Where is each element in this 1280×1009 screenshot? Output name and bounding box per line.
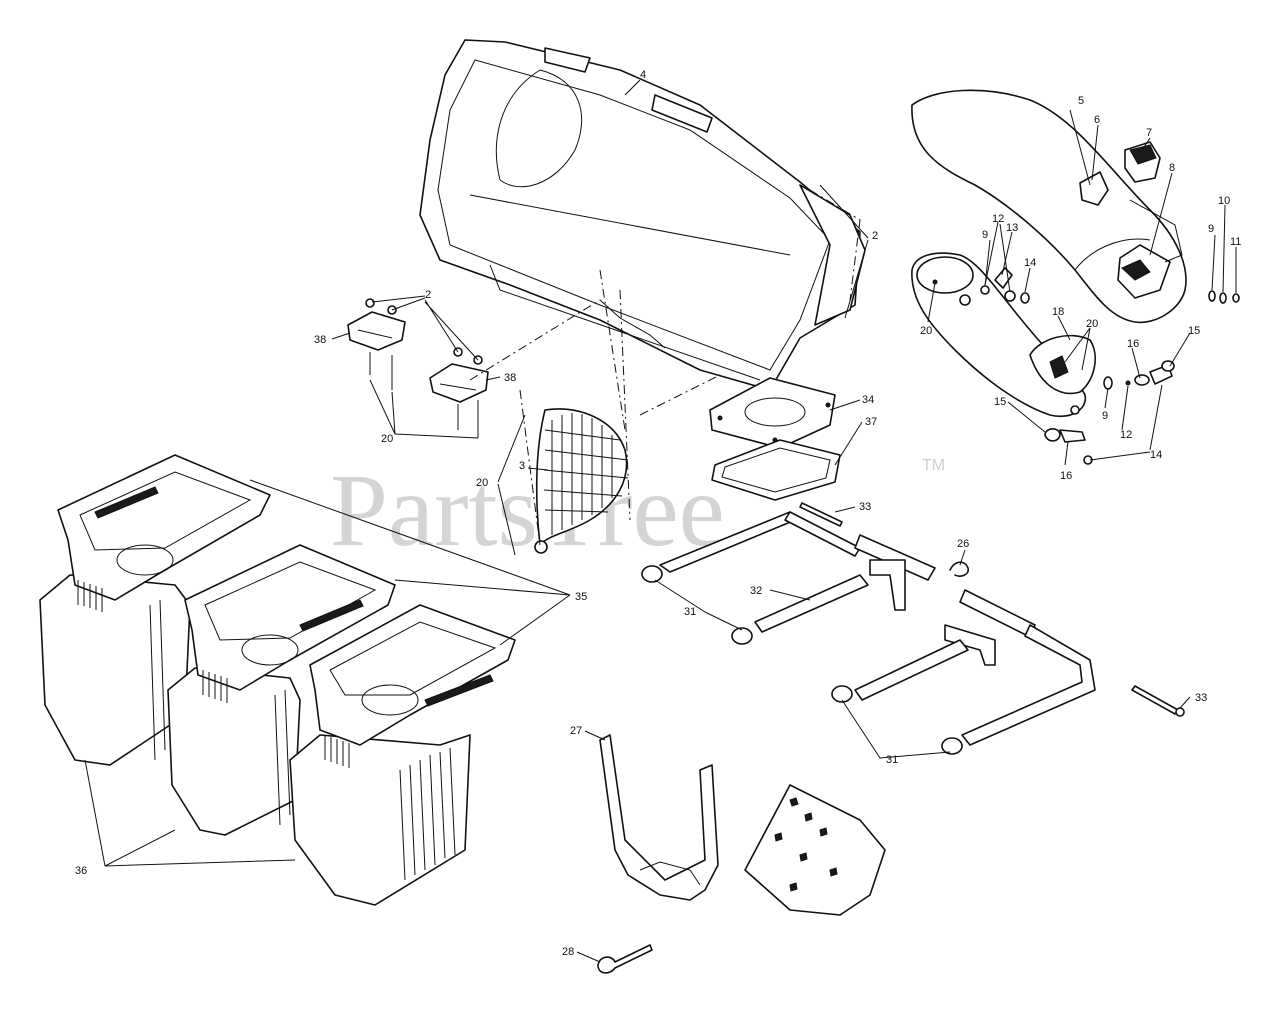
callout-16-lower: 16 [1060,470,1072,482]
callout-20-bracket: 20 [381,433,393,445]
callout-6: 6 [1094,114,1100,126]
callout-31-left: 31 [684,606,696,618]
callout-12-lower: 12 [1120,429,1132,441]
part-26-clip[interactable] [949,561,970,577]
mounting-plate[interactable] [744,784,886,916]
part-7-latch[interactable] [1124,141,1161,183]
callout-34: 34 [862,394,874,406]
callout-9-upper: 9 [982,229,988,241]
callout-14-upper: 14 [1024,257,1036,269]
callout-13: 13 [1006,222,1018,234]
callout-35: 35 [575,591,587,603]
callout-10: 10 [1218,195,1230,207]
callout-labels: 4 2 2 38 38 20 20 3 5 6 7 8 10 9 11 12 1… [75,69,1241,958]
callout-5: 5 [1078,95,1084,107]
part-38-bracket-right[interactable] [429,347,489,438]
watermark-trademark: TM [922,457,945,474]
callout-31-right: 31 [886,754,898,766]
part-6-cap[interactable] [1079,171,1109,206]
callout-33-top: 33 [859,501,871,513]
part-28-pin[interactable] [597,944,653,974]
callout-4: 4 [640,69,646,81]
part-deflector-housing[interactable] [911,252,1096,417]
part-34-gasket[interactable] [709,377,836,449]
callout-28: 28 [562,946,574,958]
callout-14-lower: 14 [1150,449,1162,461]
callout-38-left: 38 [314,334,326,346]
hardware-12-13-14-upper[interactable] [980,267,1030,304]
callout-20-housing: 20 [920,325,932,337]
part-38-bracket-left[interactable] [347,298,406,390]
callout-18: 18 [1052,306,1064,318]
callout-9-lower: 9 [1102,410,1108,422]
callout-32: 32 [750,585,762,597]
callout-9-right: 9 [1208,223,1214,235]
part-27-mount-bracket[interactable] [599,734,719,901]
callout-12-upper: 12 [992,213,1004,225]
callout-27: 27 [570,725,582,737]
leader-lines [84,79,1237,963]
part-3-screen[interactable] [534,408,629,554]
callout-2-bracket: 2 [425,289,431,301]
part-31-end-caps[interactable] [641,565,963,755]
part-35-36-bag-middle[interactable] [167,544,396,836]
part-35-36-bag-left[interactable] [39,454,271,766]
phantom-lines [469,189,861,546]
callout-15-right: 15 [1188,325,1200,337]
callout-33-right: 33 [1195,692,1207,704]
part-32-frame[interactable] [659,511,1096,746]
part-8-handle[interactable] [1117,199,1183,299]
part-35-36-bag-right[interactable] [289,604,516,906]
callout-36: 36 [75,865,87,877]
part-5-discharge-chute[interactable] [911,89,1187,324]
part-33-bolts[interactable] [799,502,1185,717]
callout-20-deflector: 20 [1086,318,1098,330]
part-37-seal[interactable] [711,439,841,501]
callout-7: 7 [1146,127,1152,139]
hardware-9-10-11[interactable] [1208,290,1240,304]
callout-26: 26 [957,538,969,550]
callout-20-screen: 20 [476,477,488,489]
callout-37: 37 [865,416,877,428]
part-4-bagger-cover[interactable] [419,39,866,391]
callout-16-right: 16 [1127,338,1139,350]
callout-2-top: 2 [872,230,878,242]
watermark-brand: PartsTree [330,453,725,568]
callout-11: 11 [1230,236,1241,248]
callout-38-right: 38 [504,372,516,384]
callout-15-left: 15 [994,396,1006,408]
callout-8: 8 [1169,162,1175,174]
callout-3: 3 [519,460,525,472]
